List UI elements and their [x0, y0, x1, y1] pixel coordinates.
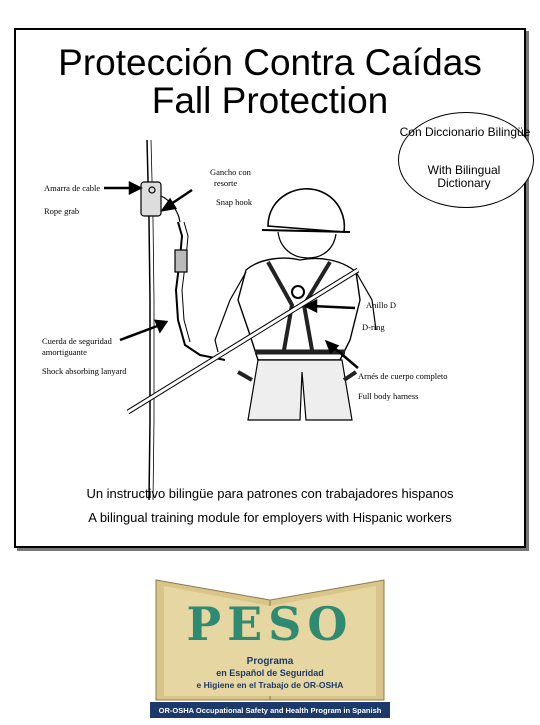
- label-d-ring-en: D-ring: [362, 322, 385, 332]
- badge-text-spanish: Con Diccionario Bilingüe: [399, 125, 531, 139]
- label-harness-es: Arnés de cuerpo completo: [358, 371, 448, 381]
- title-spanish: Protección Contra Caídas: [58, 42, 482, 83]
- logo-line-2: en Español de Seguridad: [216, 668, 324, 678]
- label-lanyard-en: Shock absorbing lanyard: [42, 366, 127, 376]
- tagline-english: A bilingual training module for employer…: [88, 510, 452, 525]
- label-snap-hook-en: Snap hook: [216, 197, 253, 207]
- peso-logo: PESO Programa en Español de Seguridad e …: [150, 572, 390, 720]
- label-harness-en: Full body harness: [358, 391, 419, 401]
- logo-line-3: e Higiene en el Trabajo de OR-OSHA: [197, 680, 344, 690]
- label-snap-hook-es-2: resorte: [214, 178, 238, 188]
- tagline-spanish: Un instructivo bilingüe para patrones co…: [86, 486, 454, 501]
- logo-footer: OR-OSHA Occupational Safety and Health P…: [159, 706, 382, 715]
- label-lanyard-es-2: amortiguante: [42, 347, 87, 357]
- label-d-ring-es: Anillo D: [366, 300, 396, 310]
- label-snap-hook-es-1: Gancho con: [210, 167, 251, 177]
- peso-logo-graphic: PESO Programa en Español de Seguridad e …: [150, 579, 390, 718]
- label-rope-grab-es: Amarra de cable: [44, 183, 101, 193]
- label-lanyard-es-1: Cuerda de seguridad: [42, 336, 112, 346]
- logo-word: PESO: [187, 597, 354, 651]
- badge-text-english: With Bilingual Dictionary: [427, 163, 501, 190]
- logo-line-1: Programa: [247, 656, 294, 667]
- bilingual-badge: [398, 112, 534, 208]
- label-rope-grab-en: Rope grab: [44, 206, 80, 216]
- title-english: Fall Protection: [151, 80, 389, 121]
